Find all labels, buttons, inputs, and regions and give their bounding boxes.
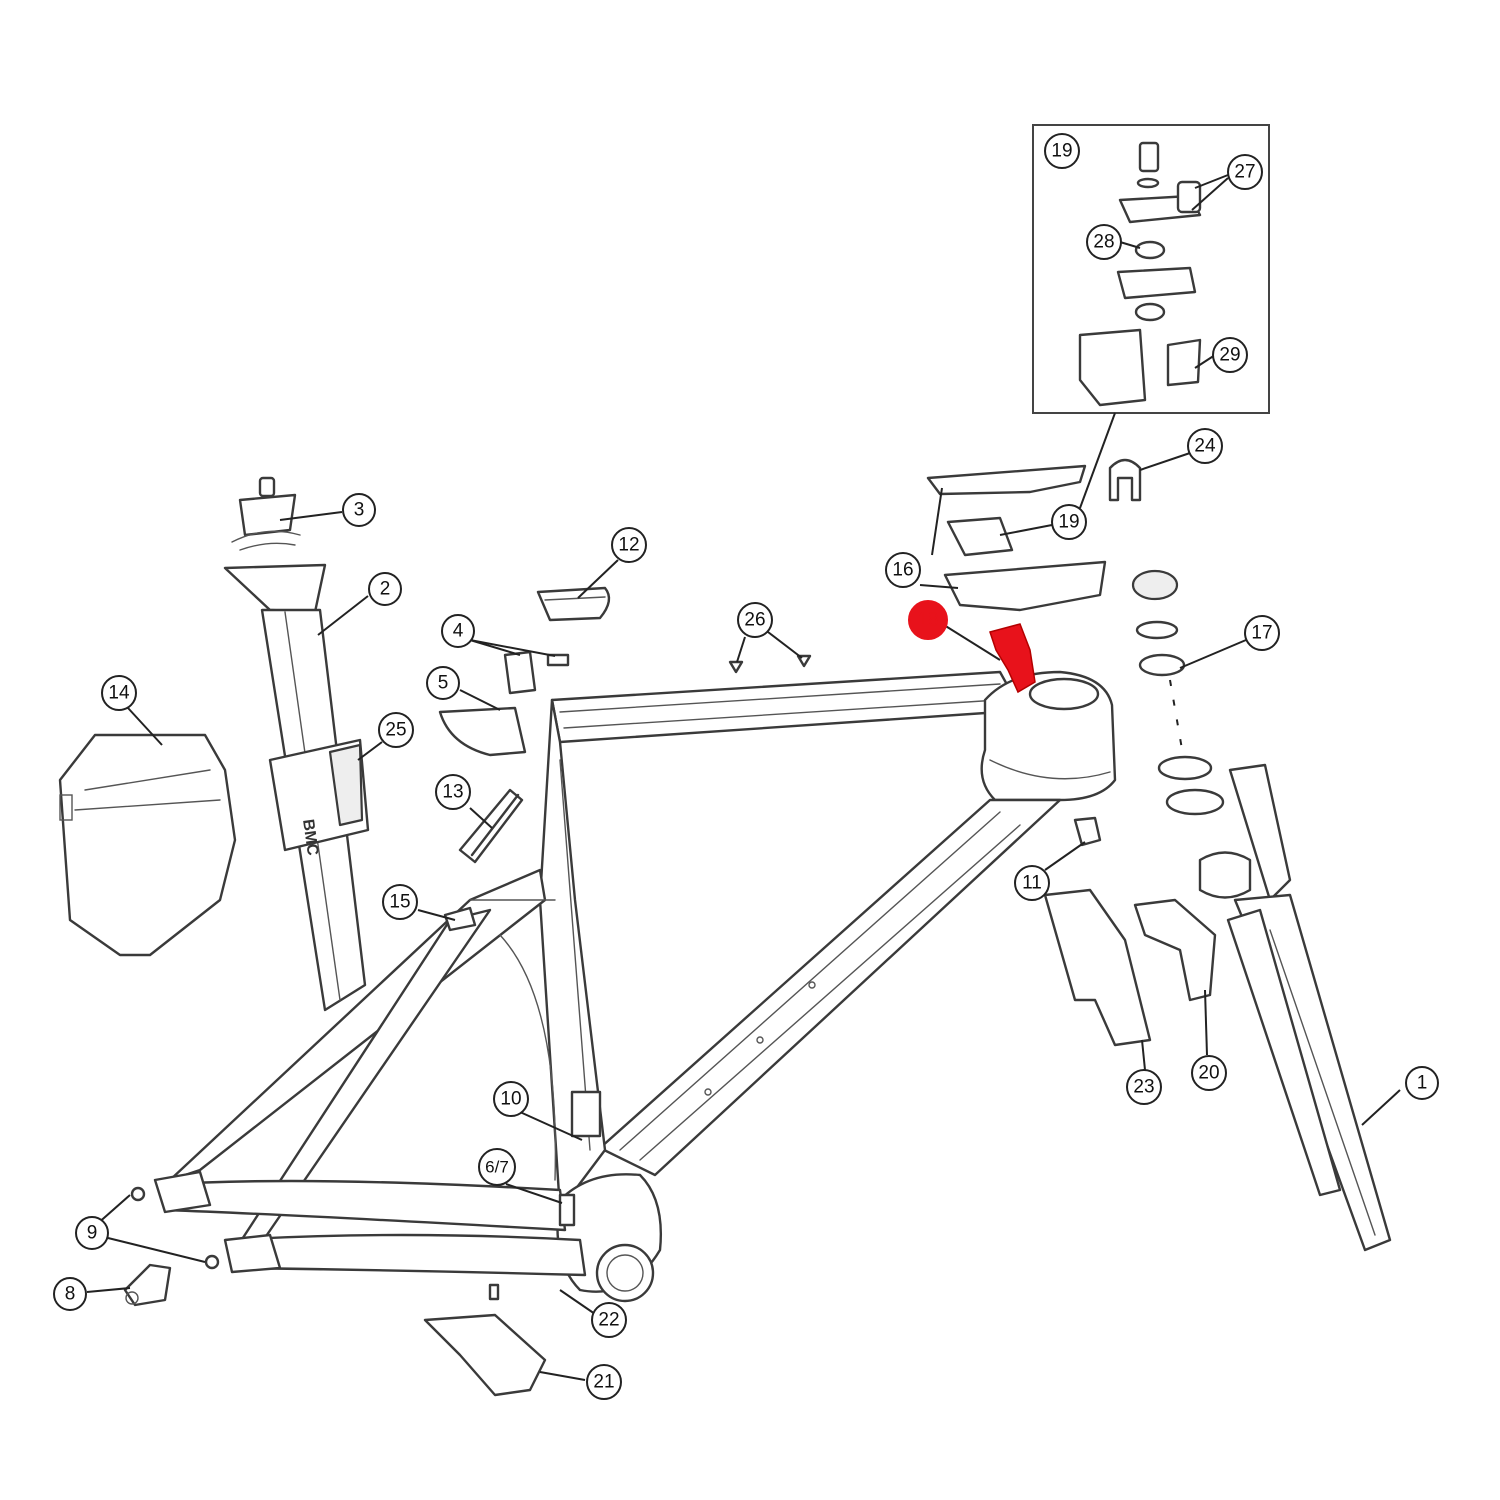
svg-text:5: 5 [438,673,449,694]
callout-4: 4 [441,614,475,648]
svg-text:12: 12 [618,535,639,556]
storage-box [58,733,237,957]
svg-text:3: 3 [354,500,365,521]
svg-text:18: 18 [917,610,938,631]
svg-text:23: 23 [1133,1077,1154,1098]
svg-text:16: 16 [892,560,913,581]
svg-text:27: 27 [1234,162,1255,183]
callout-10: 10 [493,1081,529,1117]
callout-6-7: 6/7 [478,1148,516,1186]
part-25 [328,743,364,827]
svg-text:19: 19 [1058,512,1079,533]
svg-text:28: 28 [1093,232,1114,253]
part-20 [1133,898,1217,1002]
svg-text:26: 26 [744,610,765,631]
callout-1: 1 [1405,1066,1439,1100]
svg-text:19: 19 [1051,141,1072,162]
svg-text:8: 8 [65,1284,76,1305]
part-23 [1043,888,1152,1047]
seat-clamp [231,476,301,551]
callout-28: 28 [1086,224,1122,260]
svg-text:4: 4 [453,621,464,642]
callout-19-inset: 19 [1044,133,1080,169]
svg-text:1: 1 [1417,1073,1428,1094]
svg-text:20: 20 [1198,1063,1219,1084]
part-11 [1073,816,1102,847]
highlighted-part-18 [989,623,1036,694]
callout-11: 11 [1014,865,1050,901]
callout-24: 24 [1187,428,1223,464]
part-16 [926,464,1107,612]
callout-3: 3 [342,493,376,527]
callout-14: 14 [101,675,137,711]
callout-27: 27 [1227,154,1263,190]
svg-text:9: 9 [87,1223,98,1244]
svg-text:24: 24 [1194,436,1216,457]
part-12 [536,586,611,622]
svg-text:2: 2 [380,579,391,600]
callout-23: 23 [1126,1069,1162,1105]
callout-18: 18 [908,600,948,640]
part-22 [488,1283,500,1301]
callout-2: 2 [368,572,402,606]
svg-text:17: 17 [1251,623,1272,644]
part-17-headset [1131,569,1225,816]
bmc-logo: BMC [299,818,321,857]
part-21 [423,1313,547,1397]
callout-9: 9 [75,1216,109,1250]
callout-12: 12 [611,527,647,563]
svg-text:13: 13 [442,782,463,803]
callout-17: 17 [1244,615,1280,651]
part-24 [1108,458,1142,502]
callout-29: 29 [1212,337,1248,373]
part-4 [503,650,570,695]
svg-text:25: 25 [385,720,406,741]
svg-text:14: 14 [108,683,130,704]
leader-lines [86,174,1401,1381]
callout-26: 26 [737,602,773,638]
svg-text:10: 10 [500,1089,521,1110]
svg-text:11: 11 [1022,873,1042,894]
part-19 [946,516,1014,557]
callout-16: 16 [885,552,921,588]
part-6-7 [558,1193,576,1227]
part-9 [130,1186,220,1270]
callout-5: 5 [426,666,460,700]
callout-25: 25 [378,712,414,748]
svg-text:15: 15 [389,892,410,913]
callout-15: 15 [382,884,418,920]
svg-text:6/7: 6/7 [485,1158,509,1177]
callout-21: 21 [586,1364,622,1400]
part-8 [123,1263,172,1307]
bike-frame [153,670,1117,1303]
callout-22: 22 [591,1302,627,1338]
callout-13: 13 [435,774,471,810]
callout-20: 20 [1191,1055,1227,1091]
svg-text:21: 21 [593,1372,614,1393]
svg-text:22: 22 [598,1310,619,1331]
callout-8: 8 [53,1277,87,1311]
svg-text:29: 29 [1219,345,1240,366]
part-10 [570,1090,602,1138]
part-26 [728,654,812,674]
part-15 [443,906,477,932]
part-5 [438,706,527,757]
callout-19: 19 [1051,504,1087,540]
fork [1198,763,1392,1252]
